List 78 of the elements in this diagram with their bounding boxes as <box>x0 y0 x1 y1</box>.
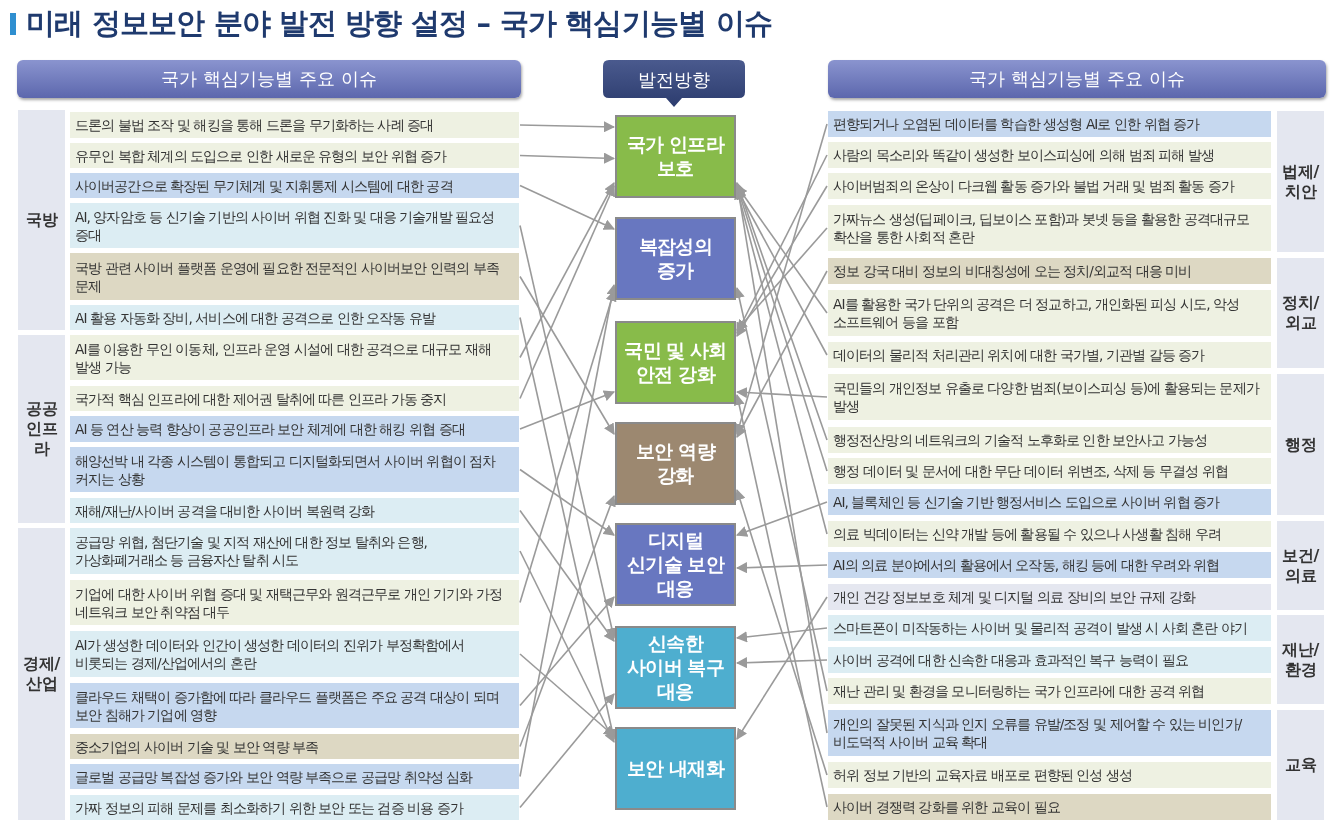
category-label: 공공인프라 <box>18 335 65 523</box>
issue-box: 글로벌 공급망 복잡성 증가와 보안 역량 부족으로 공급망 취약성 심화 <box>70 764 519 789</box>
issue-box: 데이터의 물리적 처리관리 위치에 대한 국가별, 기관별 갈등 증가 <box>828 342 1271 368</box>
issue-box: 편향되거나 오염된 데이터를 학습한 생성형 AI로 인한 위협 증가 <box>828 111 1271 137</box>
direction-box: 보안 내재화 <box>615 727 736 810</box>
issue-box: 클라우드 채택이 증가함에 따라 클라우드 플랫폼은 주요 공격 대상이 되며 보안 침해가 기업에 영향 <box>70 683 519 728</box>
header-banner: 국가 핵심기능별 주요 이슈 <box>17 60 521 98</box>
category-label: 정치/외교 <box>1277 258 1324 368</box>
arrow <box>735 501 828 537</box>
arrow <box>519 184 615 230</box>
arrow <box>519 275 615 435</box>
category-label: 행정 <box>1277 374 1324 515</box>
issue-box: 국가적 핵심 인프라에 대한 제어권 탈취에 따른 인프라 가동 중지 <box>70 386 519 411</box>
issue-box: 허위 정보 기반의 교육자료 배포로 편향된 인성 생성 <box>828 762 1271 788</box>
arrow <box>735 562 828 574</box>
arrow <box>519 468 615 536</box>
direction-box: 복잡성의 증가 <box>615 217 736 300</box>
category-label: 경제/산업 <box>18 528 65 820</box>
arrow <box>519 509 615 642</box>
arrow <box>519 693 615 809</box>
issue-box: 사람의 목소리와 똑같이 생성한 보이스피싱에 의해 범죄 피해 발생 <box>828 142 1271 168</box>
issue-box: 가짜뉴스 생성(딥페이크, 딥보이스 포함)과 봇넷 등을 활용한 공격대규모 확산을 통한 사회적 혼란 <box>828 205 1271 251</box>
arrow <box>735 627 828 643</box>
issue-box: 유무인 복합 체계의 도입으로 인한 새로운 유형의 보안 위협 증가 <box>70 143 519 168</box>
issue-box: AI, 블록체인 등 신기술 기반 행정서비스 도입으로 사이버 위협 증가 <box>828 489 1271 515</box>
issue-box: 행정전산망의 네트워크의 기술적 노후화로 인한 보안사고 가능성 <box>828 427 1271 453</box>
header-banner: 국가 핵심기능별 주요 이슈 <box>828 60 1326 98</box>
direction-box: 국민 및 사회 안전 강화 <box>615 321 736 404</box>
issue-box: 국민들의 개인정보 유출로 다양한 범죄(보이스피싱 등)에 활용되는 문제가 발생 <box>828 374 1271 420</box>
category-label: 보건/의료 <box>1277 521 1324 610</box>
arrow <box>735 386 828 399</box>
issue-box: AI 등 연산 능력 향상이 공공인프라 보안 체계에 대한 해킹 위협 증대 <box>70 416 519 442</box>
direction-box: 신속한 사이버 복구 대응 <box>615 626 736 709</box>
issue-box: 사이버범죄의 온상이 다크웹 활동 증가와 불법 거래 및 범죄 활동 증가 <box>828 173 1271 199</box>
title: 미래 정보보안 분야 발전 방향 설정 – 국가 핵심기능별 이슈 <box>26 5 772 42</box>
issue-box: AI의 의료 분야에서의 활용에서 오작동, 해킹 등에 대한 우려와 위협 <box>828 552 1271 578</box>
issue-box: 드론의 불법 조작 및 해킹을 통해 드론을 무기화하는 사례 증대 <box>70 112 519 138</box>
issue-box: AI를 이용한 무인 이동체, 인프라 운영 시설에 대한 공격으로 대규모 재해 발생 가능 <box>70 335 519 380</box>
header-banner: 발전방향 <box>603 60 745 107</box>
issue-box: 재해/재난/사이버 공격을 대비한 사이버 복원력 강화 <box>70 498 519 523</box>
arrow <box>733 393 828 808</box>
arrow <box>519 121 616 133</box>
arrow <box>519 596 615 707</box>
direction-box: 보안 역량 강화 <box>615 422 736 505</box>
arrow <box>519 152 616 164</box>
direction-box: 디지털 신기술 보안 대응 <box>615 523 736 606</box>
issue-box: 사이버 경쟁력 강화를 위한 교육이 필요 <box>828 794 1271 820</box>
issue-box: AI 활용 자동화 장비, 서비스에 대한 공격으로 인한 오작동 유발 <box>70 305 519 330</box>
category-label: 국방 <box>18 110 65 330</box>
issue-box: 행정 데이터 및 문서에 대한 무단 데이터 위변조, 삭제 등 무결성 위협 <box>828 458 1271 484</box>
arrow <box>736 270 828 438</box>
category-label: 재난/환경 <box>1277 615 1324 704</box>
arrow <box>519 390 616 430</box>
issue-box: 공급망 위협, 첨단기술 및 지적 재산에 대한 정보 탈취와 은행, 가상화폐거래소 등 금융자산 탈취 시도 <box>70 528 519 574</box>
arrow <box>736 596 828 740</box>
direction-box: 국가 인프라 보호 <box>615 115 736 198</box>
issue-box: 스마트폰이 미작동하는 사이버 및 물리적 공격이 발생 시 사회 혼란 야기 <box>828 615 1271 641</box>
issue-box: 사이버공간으로 확장된 무기체계 및 지휘통제 시스템에 대한 공격 <box>70 173 519 198</box>
issue-box: 가짜 정보의 피해 문제를 최소화하기 위한 보안 또는 검증 비용 증가 <box>70 795 519 820</box>
arrow <box>735 657 828 669</box>
issue-box: AI, 양자암호 등 신기술 기반의 사이버 위협 진화 및 대응 기술개발 필요성 증대 <box>70 203 519 248</box>
issue-box: 개인의 잘못된 지식과 인지 오류를 유발/조정 및 제어할 수 있는 비인가/비도덕적 사이버 교육 확대 <box>828 710 1271 756</box>
issue-box: 의료 빅데이터는 신약 개발 등에 활용될 수 있으나 사생활 침해 우려 <box>828 521 1271 547</box>
category-label: 교육 <box>1277 710 1324 820</box>
arrow <box>519 494 616 748</box>
arrow <box>519 182 615 359</box>
issue-box: 기업에 대한 사이버 위협 증대 및 재택근무와 원격근무로 개인 기기와 가정 네트워크 보안 취약점 대두 <box>70 580 519 625</box>
category-label: 법제/치안 <box>1277 111 1324 252</box>
issue-box: 국방 관련 사이버 플랫폼 운영에 필요한 전문적인 사이버보안 인력의 부족 문제 <box>70 253 519 300</box>
issue-box: 개인 건강 정보보호 체계 및 디지털 의료 장비의 보안 규제 강화 <box>828 584 1271 610</box>
issue-box: 사이버 공격에 대한 신속한 대응과 효과적인 복구 능력이 필요 <box>828 647 1271 673</box>
issue-box: 정보 강국 대비 정보의 비대칭성에 오는 정치/외교적 대응 미비 <box>828 258 1271 284</box>
arrow <box>519 550 615 743</box>
issue-box: 재난 관리 및 환경을 모니터링하는 국가 인프라에 대한 공격 위협 <box>828 678 1271 704</box>
issue-box: 중소기업의 사이버 기술 및 보안 역량 부족 <box>70 734 519 759</box>
issue-box: AI가 생성한 데이터와 인간이 생성한 데이터의 진위가 부정확함에서 비롯되는 경제/산업에서의 혼란 <box>70 631 519 677</box>
issue-box: 해양선박 내 각종 시스템이 통합되고 디지털화되면서 사이버 위협이 점차 커지는 상황 <box>70 447 519 492</box>
issue-box: AI를 활용한 국가 단위의 공격은 더 정교하고, 개인화된 피싱 시도, 악성 소프트웨어 등을 포함 <box>828 290 1271 336</box>
